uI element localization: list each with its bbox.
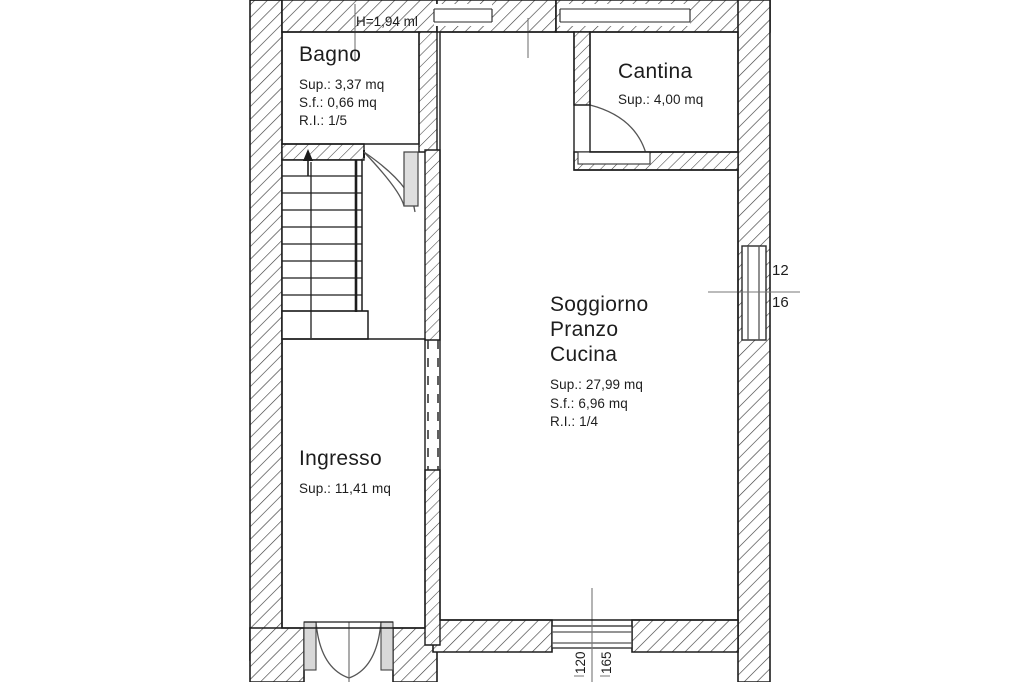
dimension-leaders bbox=[354, 4, 800, 682]
room-outlines bbox=[281, 31, 739, 629]
open-passage-dashed bbox=[427, 340, 439, 470]
window-openings bbox=[433, 4, 767, 649]
staircase bbox=[281, 149, 369, 340]
bottom-window-width-dimension: 120 bbox=[573, 651, 588, 674]
right-window-width-dimension: 12 bbox=[772, 262, 789, 279]
bottom-window-height-dimension: 165 bbox=[599, 651, 614, 674]
doors bbox=[303, 104, 651, 682]
perimeter-walls bbox=[249, 0, 771, 682]
height-annotation: H=1,94 ml bbox=[356, 14, 418, 29]
right-window-height-dimension: 16 bbox=[772, 294, 789, 311]
